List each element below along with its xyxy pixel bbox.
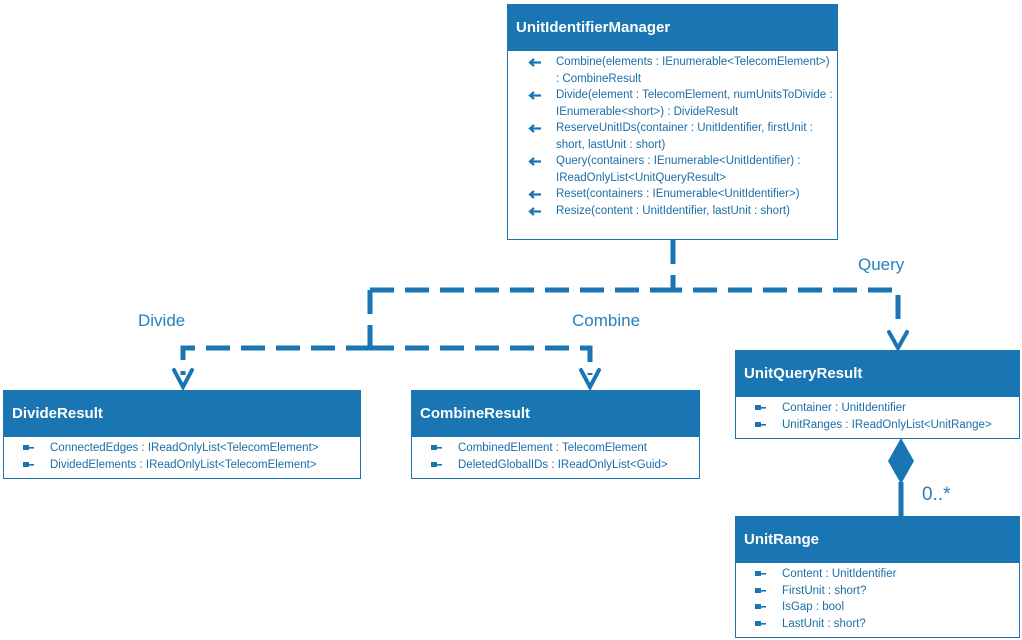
method-row: Query(containers : IEnumerable<UnitIdent…	[508, 153, 837, 186]
class-title: UnitQueryResult	[736, 351, 1019, 397]
property-icon	[755, 587, 766, 593]
property-row: DeletedGlobalIDs : IReadOnlyList<Guid>	[412, 457, 699, 474]
property-text: FirstUnit : short?	[782, 584, 867, 597]
class-title: UnitRange	[736, 517, 1019, 563]
property-icon	[431, 461, 442, 467]
public-method-icon	[528, 124, 541, 133]
unit-identifier-manager-class[interactable]: UnitIdentifierManager Combine(elements :…	[507, 4, 838, 240]
divide-arrowhead	[172, 368, 194, 392]
method-signature: Resize(content : UnitIdentifier, lastUni…	[556, 204, 790, 217]
property-text: DividedElements : IReadOnlyList<TelecomE…	[50, 458, 317, 471]
method-signature: Reset(containers : IEnumerable<UnitIdent…	[556, 188, 800, 200]
property-row: ConnectedEdges : IReadOnlyList<TelecomEl…	[4, 440, 360, 457]
class-title: UnitIdentifierManager	[508, 5, 837, 51]
property-row: Container : UnitIdentifier	[736, 400, 1019, 417]
divide-result-class[interactable]: DivideResult ConnectedEdges : IReadOnlyL…	[3, 390, 361, 479]
property-text: Container : UnitIdentifier	[782, 402, 907, 414]
combine-relation-label: Combine	[572, 311, 641, 330]
divide-branch-line	[180, 345, 370, 375]
multiplicity-label: 0..*	[922, 484, 951, 505]
class-title: CombineResult	[412, 391, 699, 437]
property-icon	[755, 421, 766, 427]
public-method-icon	[528, 157, 541, 166]
property-icon	[755, 571, 766, 576]
property-list: CombinedElement : TelecomElement Deleted…	[412, 437, 699, 475]
query-relation-label: Query	[858, 255, 905, 274]
property-icon	[755, 405, 766, 410]
public-method-icon	[528, 190, 541, 199]
property-list: ConnectedEdges : IReadOnlyList<TelecomEl…	[4, 437, 360, 475]
property-icon	[755, 620, 766, 626]
method-list: Combine(elements : IEnumerable<TelecomEl…	[508, 51, 837, 221]
property-icon	[755, 604, 766, 609]
combine-result-class[interactable]: CombineResult CombinedElement : TelecomE…	[411, 390, 700, 479]
unit-query-result-class[interactable]: UnitQueryResult Container : UnitIdentifi…	[735, 350, 1020, 439]
combine-branch-line	[370, 345, 593, 375]
property-text: DeletedGlobalIDs : IReadOnlyList<Guid>	[458, 458, 668, 471]
composition-diamond	[888, 438, 914, 484]
query-arrowhead	[887, 330, 909, 353]
property-icon	[23, 461, 34, 467]
property-text: CombinedElement : TelecomElement	[458, 442, 647, 454]
public-method-icon	[528, 91, 541, 100]
method-row: Reset(containers : IEnumerable<UnitIdent…	[508, 186, 837, 203]
method-signature: ReserveUnitIDs(container : UnitIdentifie…	[556, 122, 813, 151]
method-row: Resize(content : UnitIdentifier, lastUni…	[508, 203, 837, 220]
property-list: Content : UnitIdentifier FirstUnit : sho…	[736, 563, 1019, 634]
property-list: Container : UnitIdentifier UnitRanges : …	[736, 397, 1019, 435]
class-title: DivideResult	[4, 391, 360, 437]
property-text: UnitRanges : IReadOnlyList<UnitRange>	[782, 418, 992, 431]
divide-relation-label: Divide	[138, 311, 186, 330]
property-row: DividedElements : IReadOnlyList<TelecomE…	[4, 457, 360, 474]
property-text: IsGap : bool	[782, 601, 845, 613]
unit-range-class[interactable]: UnitRange Content : UnitIdentifier First…	[735, 516, 1020, 638]
method-row: Divide(element : TelecomElement, numUnit…	[508, 87, 837, 120]
query-dependency-line	[670, 240, 901, 330]
property-row: FirstUnit : short?	[736, 583, 1019, 600]
property-icon	[431, 445, 442, 450]
property-row: Content : UnitIdentifier	[736, 566, 1019, 583]
method-row: ReserveUnitIDs(container : UnitIdentifie…	[508, 120, 837, 153]
method-signature: Query(containers : IEnumerable<UnitIdent…	[556, 155, 801, 184]
property-row: UnitRanges : IReadOnlyList<UnitRange>	[736, 417, 1019, 434]
property-text: ConnectedEdges : IReadOnlyList<TelecomEl…	[50, 442, 319, 454]
public-method-icon	[528, 206, 541, 216]
property-icon	[23, 445, 34, 450]
property-text: LastUnit : short?	[782, 617, 866, 630]
method-signature: Combine(elements : IEnumerable<TelecomEl…	[556, 56, 830, 85]
combine-arrowhead	[579, 368, 601, 392]
property-row: LastUnit : short?	[736, 616, 1019, 633]
property-row: CombinedElement : TelecomElement	[412, 440, 699, 457]
method-row: Combine(elements : IEnumerable<TelecomEl…	[508, 54, 837, 87]
property-row: IsGap : bool	[736, 599, 1019, 616]
property-text: Content : UnitIdentifier	[782, 568, 897, 580]
method-signature: Divide(element : TelecomElement, numUnit…	[556, 89, 833, 118]
public-method-icon	[528, 58, 541, 67]
